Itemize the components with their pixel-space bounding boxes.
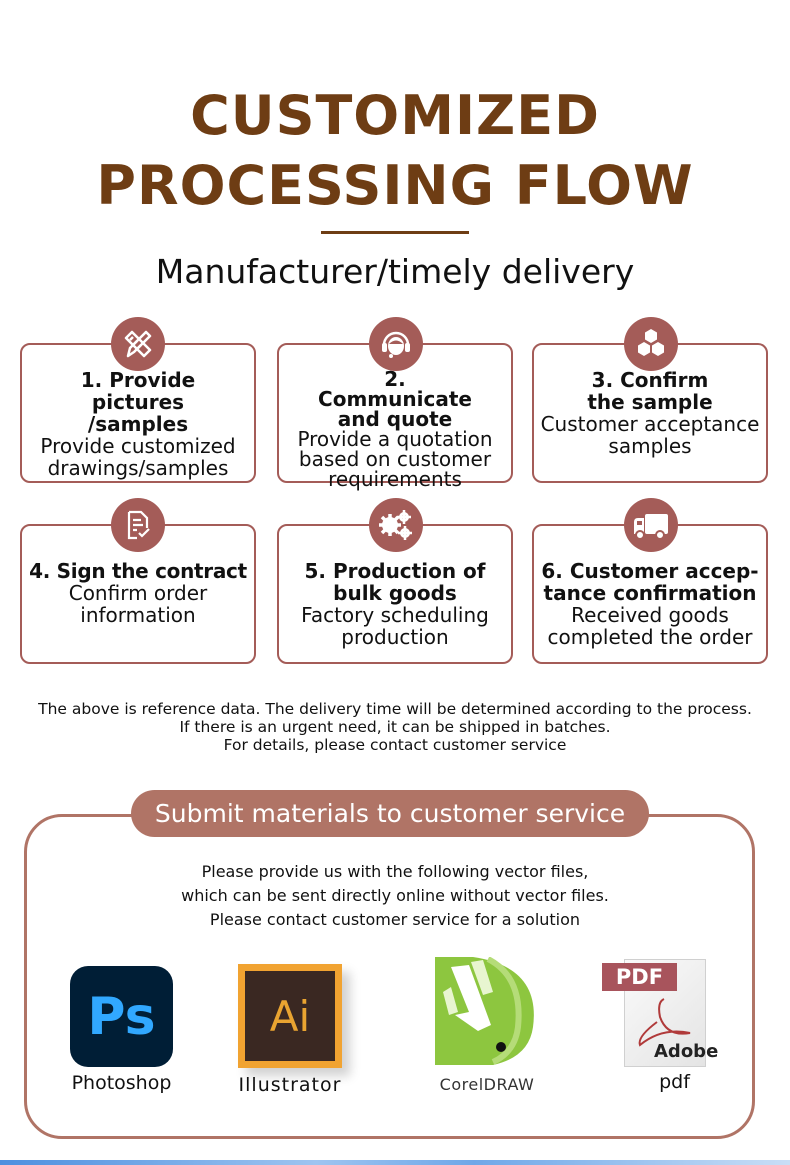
app-label: CorelDRAW <box>439 1075 535 1094</box>
app-coreldraw: CorelDRAW <box>433 956 541 1094</box>
reference-note: The above is reference data. The deliver… <box>0 700 790 754</box>
instruction-line: which can be sent directly online withou… <box>181 886 609 905</box>
app-illustrator: Ai Illustrator <box>238 964 342 1096</box>
step-badge-3 <box>624 317 678 371</box>
step-desc: Received goods completed the order <box>547 603 753 649</box>
materials-instructions: Please provide us with the following vec… <box>0 860 790 932</box>
step-title: 1. Provide pictures /samples <box>80 368 196 436</box>
step-desc: Confirm order information <box>68 581 208 627</box>
page-subtitle: Manufacturer/timely delivery <box>155 252 635 291</box>
step-title: 2. Communicate and quote <box>318 367 472 431</box>
page-title-line2: PROCESSING FLOW <box>96 154 694 217</box>
page-title-line1: CUSTOMIZED <box>190 84 600 147</box>
materials-header: Submit materials to customer service <box>131 790 649 837</box>
photoshop-icon: Ps <box>70 966 173 1067</box>
note-line: For details, please contact customer ser… <box>223 736 567 754</box>
step-title: 6. Customer accep- tance confirmation <box>541 559 759 605</box>
instruction-line: Please provide us with the following vec… <box>201 862 589 881</box>
step-desc: Factory scheduling production <box>301 603 489 649</box>
instruction-line: Please contact customer service for a so… <box>209 910 581 929</box>
contract-check-icon <box>127 510 150 540</box>
step-card-6: 6. Customer accep- tance confirmation Re… <box>532 524 768 664</box>
coreldraw-icon <box>435 956 534 1065</box>
truck-icon <box>634 514 668 540</box>
illustrator-icon: Ai <box>238 964 342 1068</box>
step-title: 3. Confirm the sample <box>587 368 713 414</box>
step-badge-2 <box>369 317 423 371</box>
pencil-ruler-icon <box>124 330 152 358</box>
app-pdf: PDF Adobe pdf <box>602 957 718 1093</box>
note-line: The above is reference data. The deliver… <box>38 700 752 718</box>
step-badge-5 <box>369 498 423 552</box>
title-divider <box>321 231 469 234</box>
step-title: 5. Production of bulk goods <box>304 559 486 605</box>
app-label: Illustrator <box>238 1074 342 1096</box>
step-desc: Provide customized drawings/samples <box>40 434 236 480</box>
app-label: pdf <box>659 1071 690 1093</box>
step-badge-1 <box>111 317 165 371</box>
step-badge-6 <box>624 498 678 552</box>
step-badge-4 <box>111 498 165 552</box>
step-desc: Customer acceptance samples <box>540 412 760 458</box>
headset-support-icon <box>382 331 410 358</box>
app-photoshop: Ps Photoshop <box>70 966 173 1094</box>
step-desc: Provide a quotation based on customer re… <box>297 427 493 491</box>
gears-icon <box>379 510 412 540</box>
acrobat-swirl-icon <box>638 998 691 1047</box>
bottom-gradient-bar <box>0 1160 790 1165</box>
note-line: If there is an urgent need, it can be sh… <box>179 718 611 736</box>
app-label: Photoshop <box>71 1072 172 1094</box>
step-title: 4. Sign the contract <box>29 559 247 583</box>
hexagon-cluster-icon <box>638 329 664 356</box>
